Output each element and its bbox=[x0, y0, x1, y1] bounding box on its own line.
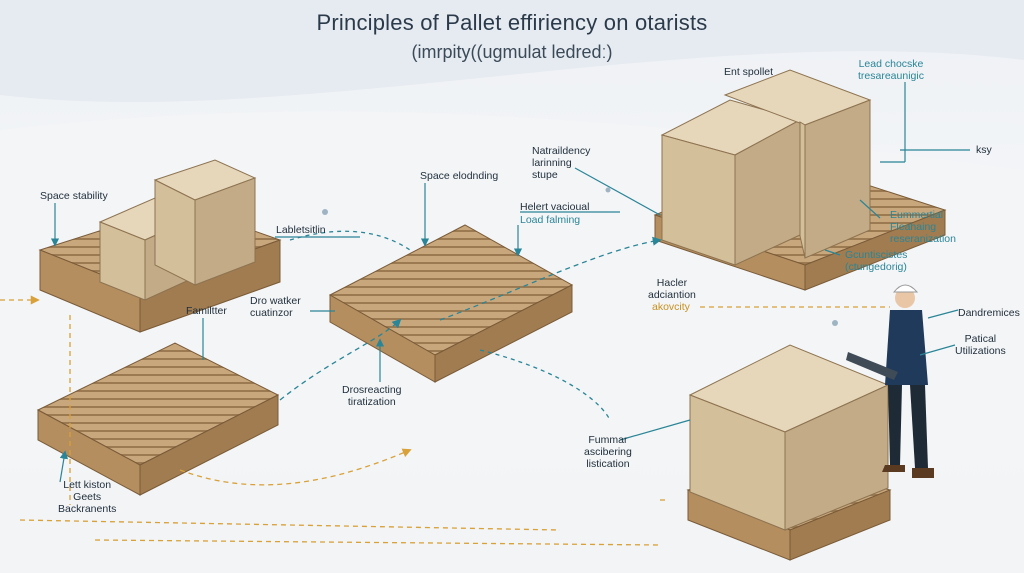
label-dandremices: Dandremices bbox=[958, 307, 1020, 319]
background-swoosh bbox=[0, 0, 1024, 102]
label-load-falming: Load falming bbox=[520, 214, 581, 226]
empty-pallet-left bbox=[36, 342, 280, 496]
label-lead-chocske: Lead chocske tresareaunigic bbox=[858, 58, 924, 82]
label-patical: Patical Utilizations bbox=[955, 333, 1006, 357]
label-eummertial: Eummertial Fleahaing reseranization bbox=[890, 209, 956, 245]
ink-speck bbox=[605, 187, 611, 193]
label-space-stability: Space stability bbox=[40, 190, 108, 202]
label-dro-watker: Dro watker cuatinzor bbox=[250, 295, 301, 319]
label-ksy: ksy bbox=[976, 144, 992, 156]
ink-speck bbox=[322, 209, 328, 215]
label-gcuntiscistes: Gcuntiscistes (ctungedorig) bbox=[845, 249, 908, 273]
label-fummar: Fummar ascibering listication bbox=[584, 434, 632, 470]
flow-connectors bbox=[0, 230, 890, 546]
pallet-with-two-stacks bbox=[38, 159, 282, 333]
diagram-subtitle: (imrpity((ugmulat ledredː) bbox=[411, 42, 613, 62]
label-labletsitlin: Labletsitlin bbox=[276, 224, 326, 236]
label-space-elodnding: Space elodnding bbox=[420, 170, 499, 182]
loaded-pallet-top-right bbox=[653, 69, 947, 291]
label-leaders bbox=[50, 82, 970, 483]
label-ent-spollet: Ent spollet bbox=[724, 66, 774, 78]
label-natraildency: Natraildency larinning stupe bbox=[532, 145, 591, 181]
label-lett-kiston: Lett kiston Geets Backranents bbox=[58, 479, 117, 515]
worker-figure bbox=[846, 284, 934, 478]
label-drosreacting: Drosreacting tiratization bbox=[342, 384, 402, 408]
label-helert-vacioual: Helert vacioual bbox=[520, 201, 590, 213]
label-hacler: Hacler adciantion bbox=[648, 277, 696, 301]
loaded-pallet-bottom-right bbox=[686, 344, 892, 561]
label-akovcity: akovcity bbox=[652, 301, 690, 313]
ink-speck bbox=[832, 320, 838, 326]
label-familtter: Familtter bbox=[186, 305, 227, 317]
diagram-title: Principles of Pallet effiriency on otari… bbox=[316, 10, 708, 35]
